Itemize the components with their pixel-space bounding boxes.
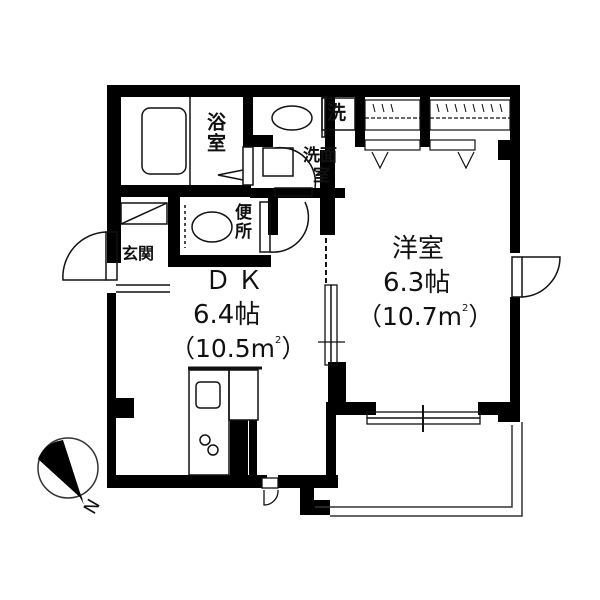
- washroom-label-line2: 室: [313, 166, 330, 186]
- bathtub: [141, 97, 254, 186]
- washroom-fixtures: [262, 96, 356, 197]
- washing-machine-label: 洗: [327, 102, 347, 124]
- dk-room-name: ＤＫ: [205, 266, 270, 296]
- entrance-label: 玄関: [122, 244, 155, 263]
- western-area-value: （10.7m: [357, 302, 463, 331]
- dk-bottom-door: [261, 477, 279, 506]
- dk-area-value: （10.5m: [170, 334, 276, 363]
- balcony: [315, 422, 523, 517]
- closets: [364, 99, 511, 170]
- balcony-window: [366, 405, 481, 432]
- western-area-sq: 2: [462, 303, 469, 314]
- dk-room-area: （10.5m2）: [170, 334, 307, 363]
- washroom-label-line1: 洗面: [303, 146, 337, 166]
- dk-area-sq: 2: [275, 335, 282, 346]
- outer-walls: [107, 85, 520, 515]
- western-room-size: 6.3帖: [383, 268, 451, 298]
- bath-label: 浴室: [204, 112, 226, 154]
- toilet-fixture: [184, 201, 310, 253]
- western-room-area: （10.7m2）: [357, 302, 494, 331]
- western-area-close: ）: [468, 302, 494, 331]
- western-room-name: 洋室: [392, 234, 445, 264]
- dk-room-size: 6.4帖: [193, 300, 261, 330]
- partition-sliding-door: [318, 238, 345, 366]
- internal-walls: [121, 97, 430, 482]
- dk-area-close: ）: [281, 334, 307, 363]
- kitchen-counter: [188, 366, 262, 476]
- toilet-label: 便所: [231, 203, 251, 241]
- entrance-fixtures: [62, 202, 170, 293]
- north-arrow-icon: [37, 437, 99, 505]
- western-room-side-door: [511, 256, 561, 298]
